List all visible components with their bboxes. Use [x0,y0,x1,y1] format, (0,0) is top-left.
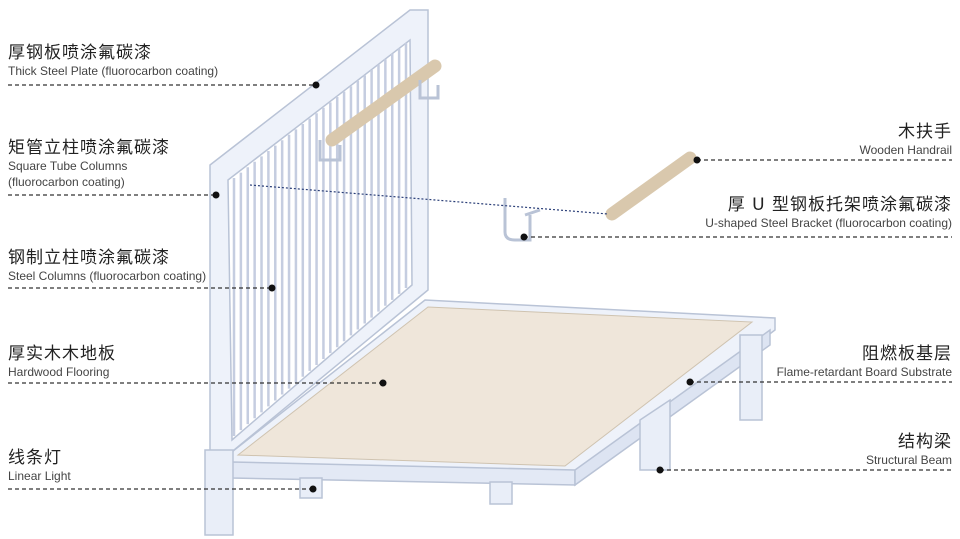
label-zh: 结构梁 [898,432,952,452]
label-en: Linear Light [8,469,71,483]
mounted-handrail [325,59,442,147]
label-square-tube-columns: 矩管立柱喷涂氟碳漆 Square Tube Columns (fluorocar… [8,133,170,190]
leader-dots [212,81,701,493]
detached-handrail [605,151,697,221]
label-thick-steel-plate: 厚钢板喷涂氟碳漆 Thick Steel Plate (fluorocarbon… [8,38,218,79]
label-zh: 线条灯 [8,448,62,468]
label-en: Wooden Handrail [859,143,952,157]
label-steel-columns: 钢制立柱喷涂氟碳漆 Steel Columns (fluorocarbon co… [8,243,206,284]
label-en: Structural Beam [865,453,952,467]
wood-floor-surface [236,306,754,467]
label-structural-beam: 结构梁 Structural Beam [866,427,952,468]
label-zh: 矩管立柱喷涂氟碳漆 [8,138,170,158]
label-en: Steel Columns (fluorocarbon coating) [8,269,207,283]
leader-lines [8,84,952,490]
label-hardwood-flooring: 厚实木木地板 Hardwood Flooring [8,339,116,380]
mounted-bracket [318,140,342,162]
label-zh: 钢制立柱喷涂氟碳漆 [8,248,170,268]
railing-panel [209,9,429,456]
label-wooden-handrail: 木扶手 Wooden Handrail [859,117,952,158]
u-bracket [503,198,541,242]
label-linear-light: 线条灯 Linear Light [8,443,71,484]
label-zh: 厚实木木地板 [8,344,116,364]
label-en: U-shaped Steel Bracket (fluorocarbon coa… [705,216,952,230]
label-zh: 木扶手 [898,122,952,142]
steel-columns [232,43,408,436]
label-zh: 厚钢板喷涂氟碳漆 [8,43,152,63]
label-en: Flame-retardant Board Substrate [776,365,952,379]
label-board-substrate: 阻燃板基层 Flame-retardant Board Substrate [777,339,952,380]
label-en-2: (fluorocarbon coating) [8,175,125,189]
label-zh: 阻燃板基层 [862,344,952,364]
label-en: Square Tube Columns [8,159,128,173]
label-en: Hardwood Flooring [8,365,110,379]
label-en: Thick Steel Plate (fluorocarbon coating) [8,64,219,78]
label-zh: 厚 U 型钢板托架喷涂氟碳漆 [727,195,952,215]
label-u-bracket: 厚 U 型钢板托架喷涂氟碳漆 U-shaped Steel Bracket (f… [705,190,952,231]
mounted-bracket-2 [418,80,440,100]
